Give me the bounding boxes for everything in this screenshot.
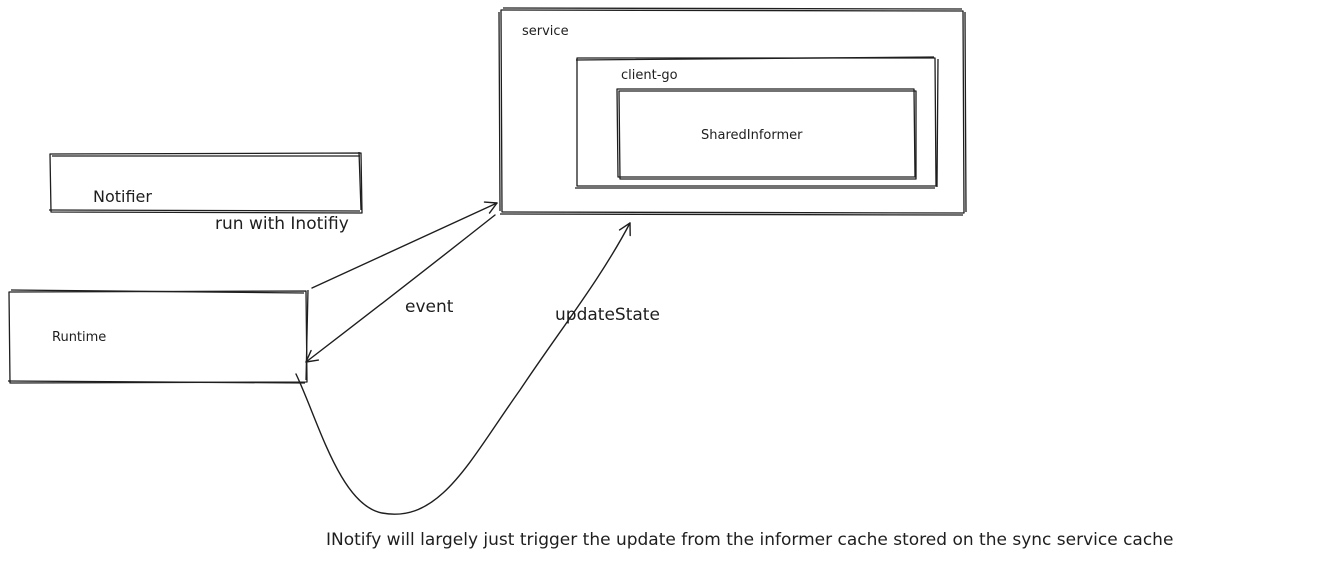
inotify-note: INotify will largely just trigger the up… xyxy=(326,530,1173,550)
runtime-node[interactable]: Runtime xyxy=(7,289,309,384)
runtime-label: Runtime xyxy=(52,330,106,345)
service-node[interactable]: service xyxy=(498,7,967,216)
event-arrow xyxy=(305,214,496,363)
update-state-arrow xyxy=(295,222,631,515)
edge-event[interactable]: event xyxy=(305,214,496,363)
shared-informer-node[interactable]: SharedInformer xyxy=(616,88,917,180)
client-go-node[interactable]: client-go xyxy=(575,56,939,189)
event-label: event xyxy=(405,297,454,317)
run-with-inotify-arrow xyxy=(311,201,498,289)
notifier-box xyxy=(49,152,363,214)
service-box xyxy=(500,9,965,214)
notifier-box-sketch-line xyxy=(48,151,362,212)
shared-informer-box-sketch-line xyxy=(618,90,917,180)
edge-update-state[interactable]: updateState xyxy=(295,222,660,515)
runtime-box-sketch-line xyxy=(7,289,309,384)
notifier-label: Notifier xyxy=(93,187,152,206)
service-box-sketch-line xyxy=(498,7,967,216)
shared-informer-label: SharedInformer xyxy=(701,128,803,143)
service-label: service xyxy=(522,24,569,39)
client-go-box-sketch-line xyxy=(575,56,939,189)
update-state-label: updateState xyxy=(555,305,660,325)
edge-run-with-inotify[interactable]: run with Inotifiy xyxy=(215,201,498,289)
client-go-label: client-go xyxy=(621,68,678,83)
notifier-node[interactable]: Notifier xyxy=(48,151,363,214)
runtime-box xyxy=(8,290,308,384)
run-with-inotify-label: run with Inotifiy xyxy=(215,214,349,234)
shared-informer-box xyxy=(616,88,916,178)
